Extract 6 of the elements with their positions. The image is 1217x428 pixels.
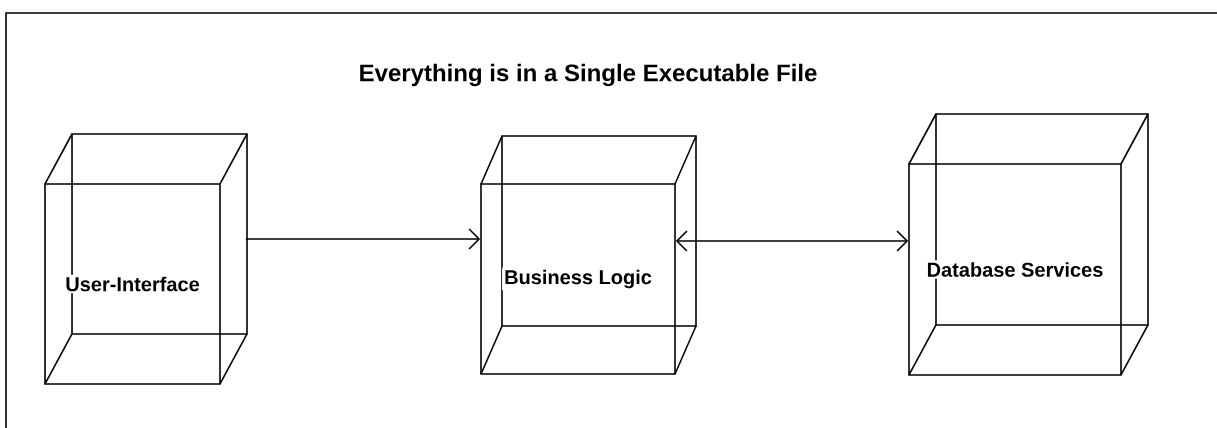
title: Everything is in a Single Executable File: [360, 63, 817, 87]
cube-box: User-Interface: [44, 133, 248, 385]
cube-box: Business Logic: [480, 135, 697, 375]
arrow: [245, 228, 481, 250]
arrow: [675, 230, 909, 252]
cube-box: Database Services: [908, 113, 1149, 376]
